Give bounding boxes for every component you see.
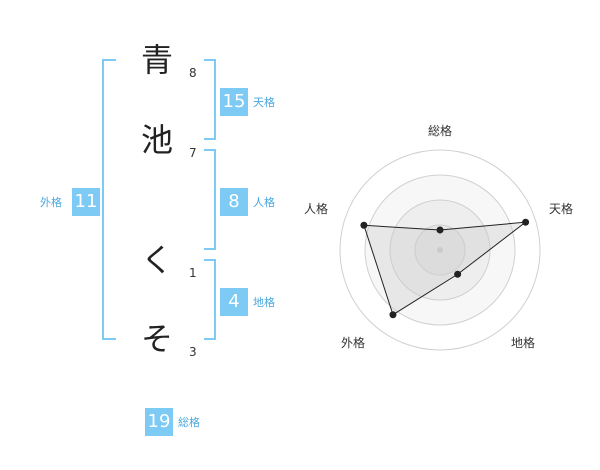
gaikaku-value: 11 xyxy=(72,188,100,216)
chikaku-bracket xyxy=(204,259,216,340)
radar-axis-label-soukaku: 総格 xyxy=(428,124,453,138)
radar-point-2 xyxy=(522,218,530,226)
chikaku-label: 地格 xyxy=(253,296,275,309)
name-char-4: そ xyxy=(141,320,174,358)
radar-point-3 xyxy=(454,270,462,278)
tenkaku-bracket xyxy=(204,59,216,140)
radar-axis-label-gaikaku: 外格 xyxy=(341,336,366,350)
name-char-1: 青 xyxy=(141,41,174,79)
stroke-count-1: 8 xyxy=(189,66,197,80)
radar-center xyxy=(437,247,443,253)
radar-point-1 xyxy=(436,226,444,234)
stroke-count-2: 7 xyxy=(189,146,197,160)
stroke-count-4: 3 xyxy=(189,345,197,359)
stroke-count-3: 1 xyxy=(189,266,197,280)
name-char-2: 池 xyxy=(141,121,174,159)
tenkaku-value: 15 xyxy=(220,88,248,116)
tenkaku-label: 天格 xyxy=(253,96,275,109)
radar-series-polygon xyxy=(363,221,528,316)
jinkaku-value: 8 xyxy=(220,188,248,216)
radar-axis-label-jinkaku: 人格 xyxy=(304,202,329,216)
name-char-3: く xyxy=(141,241,174,279)
chikaku-value: 4 xyxy=(220,288,248,316)
radar-point-5 xyxy=(360,221,368,229)
jinkaku-label: 人格 xyxy=(253,196,275,209)
gaikaku-label: 外格 xyxy=(40,196,62,209)
radar-axis-label-chikaku: 地格 xyxy=(511,336,536,350)
radar-axis-label-tenkaku: 天格 xyxy=(549,202,574,216)
soukaku-value: 19 xyxy=(145,408,173,436)
soukaku-label: 総格 xyxy=(178,416,200,429)
radar-point-4 xyxy=(389,311,397,319)
gaikaku-bracket xyxy=(102,59,116,340)
jinkaku-bracket xyxy=(204,149,216,250)
